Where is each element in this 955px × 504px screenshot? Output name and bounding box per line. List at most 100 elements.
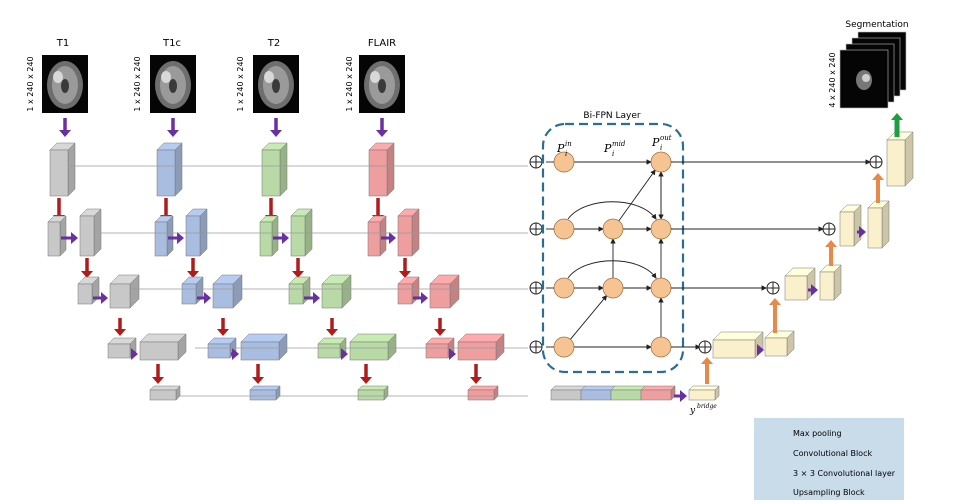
- decoder-add-3: [698, 340, 712, 354]
- bridge-concat-block-1: [580, 385, 616, 401]
- bifpn-node-out0: [650, 151, 672, 173]
- svg-text:out: out: [660, 134, 672, 142]
- maxpool-arrow-flair-1: [399, 258, 411, 278]
- decoder-block-2a: [784, 267, 816, 301]
- decoder-block-0: [886, 131, 914, 187]
- maxpool-arrow-t1c-1: [187, 258, 199, 278]
- bridge-concat-block-3: [640, 385, 676, 401]
- maxpool-arrow-t1-3: [152, 364, 164, 384]
- bridge-concat-block-2: [610, 385, 646, 401]
- input-label-flair: FLAIR: [368, 38, 396, 49]
- bifpn-node-in3: [553, 336, 575, 358]
- svg-text:Max pooling: Max pooling: [793, 429, 842, 438]
- input-label-t2: T2: [267, 38, 280, 49]
- bifpn-node-in2: [553, 277, 575, 299]
- block-t1-l2b: [109, 274, 140, 309]
- input-labels: T1 T1c T2 FLAIR: [56, 38, 396, 49]
- upsample-arrow-2: [825, 240, 837, 266]
- block-t1c-l2b: [212, 274, 243, 309]
- svg-text:P: P: [556, 142, 565, 155]
- block-t1-l0: [49, 142, 76, 197]
- block-flair-l3b: [457, 333, 505, 361]
- concat-node-1: [529, 222, 543, 236]
- maxpool-arrow-t1c-3: [252, 364, 264, 384]
- bifpn-layer-box: [541, 122, 685, 374]
- decoder-block-2b: [819, 264, 842, 301]
- decoder-block-1b: [867, 200, 890, 249]
- svg-text:bridge: bridge: [697, 403, 717, 410]
- svg-text:in: in: [565, 140, 572, 148]
- block-t1c-l1b: [185, 208, 208, 257]
- decoder-block-3a: [712, 331, 764, 359]
- block-t2-l4: [357, 385, 389, 401]
- block-t1c-l1a: [154, 215, 174, 257]
- block-t2-l1b: [290, 208, 313, 257]
- bifpn-node-in1: [553, 218, 575, 240]
- bifpn-arc-2: [567, 260, 657, 279]
- conv-arrow-t1c-1: [168, 232, 184, 244]
- maxpool-arrow-t2-3: [360, 364, 372, 384]
- conv3x3-arrow-output: [891, 113, 903, 137]
- conv-arrow-dec-1: [857, 226, 866, 238]
- conv-arrow-flair-3: [449, 348, 456, 360]
- bifpn-arc-1: [567, 201, 657, 220]
- p-in-label: P in i: [556, 140, 572, 158]
- input-dim-t2: 1 x 240 x 240: [236, 56, 245, 111]
- legend-item-upsampling: Upsampling Block: [793, 488, 865, 497]
- block-flair-l1a: [367, 215, 387, 257]
- svg-text:i: i: [612, 150, 614, 158]
- bifpn-node-mid2: [602, 277, 624, 299]
- block-t2-l3b: [349, 333, 397, 361]
- conv-arrow-input-t1: [59, 118, 71, 137]
- bifpn-node-out3: [650, 336, 672, 358]
- upsample-arrow-0: [701, 357, 713, 384]
- legend-item-3x3conv: 3 × 3 Convolutional layer: [793, 469, 896, 478]
- block-flair-l4: [467, 385, 499, 401]
- segmentation-label: Segmentation: [845, 20, 908, 30]
- svg-text:i: i: [565, 150, 567, 158]
- bifpn-node-mid1: [602, 218, 624, 240]
- input-dim-t1c: 1 x 240 x 240: [133, 56, 142, 111]
- concat-node-0: [529, 155, 543, 169]
- legend-item-maxpool: Max pooling: [793, 429, 842, 438]
- decoder-add-2: [766, 281, 780, 295]
- diagram-shapes: [42, 31, 914, 497]
- conv-arrow-t2-1: [273, 232, 289, 244]
- legend: Max pooling Convolutional Block 3 × 3 Co…: [754, 418, 904, 500]
- maxpool-arrow-t2-2: [326, 318, 338, 336]
- conv-arrow-flair-2: [413, 292, 428, 304]
- legend-box: [754, 418, 904, 500]
- mri-thumbnail-t1: [42, 55, 88, 113]
- input-dim-t1: 1 x 240 x 240: [26, 56, 35, 111]
- bifpn-node-in0: [553, 151, 575, 173]
- mri-thumbnail-flair: [359, 55, 405, 113]
- p-mid-label: P mid i: [603, 140, 626, 158]
- maxpool-arrow-t1c-2: [217, 318, 229, 336]
- maxpool-arrow-flair-3: [470, 364, 482, 384]
- conv-arrow-t1-3: [131, 348, 138, 360]
- maxpool-arrow-flair-2: [434, 318, 446, 336]
- block-flair-l2a: [397, 276, 420, 305]
- block-flair-l2b: [429, 274, 460, 309]
- conv-arrow-t1-1: [61, 232, 78, 244]
- conv-arrow-t1c-2: [197, 292, 211, 304]
- block-t1-l1a: [47, 215, 67, 257]
- legend-item-convblock: Convolutional Block: [793, 449, 872, 458]
- mri-thumbnail-t2: [253, 55, 299, 113]
- maxpool-arrow-t1-1: [81, 258, 93, 278]
- mri-thumbnail-t1c: [150, 55, 196, 113]
- bifpn-edge-9: [570, 295, 608, 340]
- concat-node-3: [529, 340, 543, 354]
- block-t1-l3b: [139, 333, 187, 361]
- upsample-arrow-3: [872, 173, 884, 203]
- block-flair-l3a: [425, 337, 455, 359]
- bridge-block: [688, 385, 720, 401]
- input-label-t1c: T1c: [162, 38, 181, 49]
- svg-text:P: P: [603, 142, 612, 155]
- block-t1-l1b: [79, 208, 102, 257]
- conv-arrow-flair-1: [381, 232, 396, 244]
- conv-arrow-t1-2: [93, 292, 108, 304]
- block-t2-l2a: [288, 276, 311, 305]
